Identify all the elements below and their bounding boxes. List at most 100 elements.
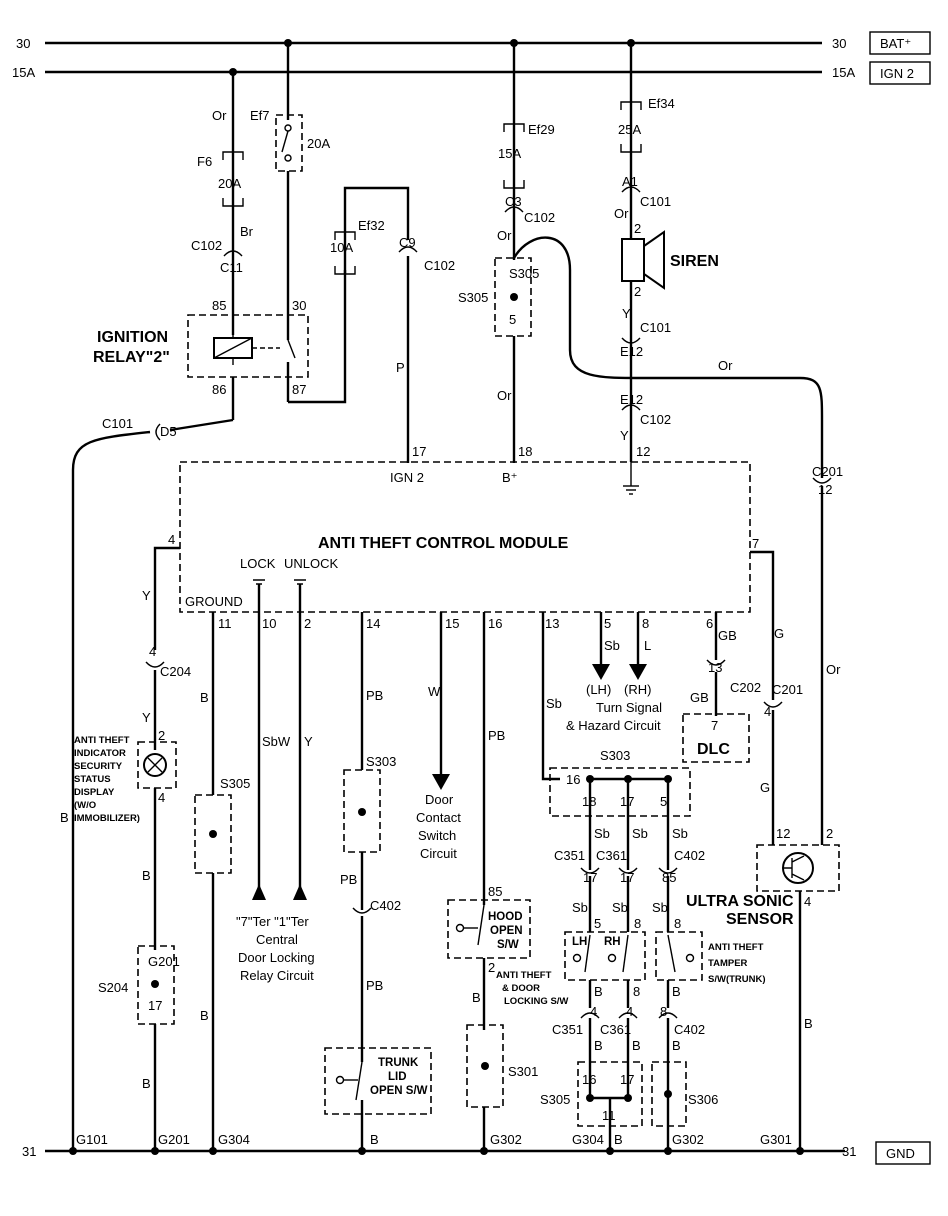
- turn-signal-branch: 5 8 Sb L (LH) (RH) Turn Signal & Hazard …: [566, 612, 662, 733]
- diagram-label: 30: [292, 298, 306, 313]
- diagram-label: 13: [545, 616, 559, 631]
- diagram-label: C11: [220, 260, 243, 275]
- diagram-label: C202: [730, 680, 761, 695]
- diagram-label: 6: [706, 616, 713, 631]
- diagram-label: 15A: [498, 146, 521, 161]
- ign2-label: IGN 2: [880, 66, 914, 81]
- door-lock-switch-branch: 13 Sb S303 16 18 17 5 Sb Sb Sb C351 C361…: [540, 612, 766, 1151]
- wire-segment: [288, 270, 347, 404]
- diagram-label: 17: [620, 794, 634, 809]
- diagram-label: 10A: [330, 240, 353, 255]
- diagram-label: Or: [497, 228, 512, 243]
- diagram-label: S301: [508, 1064, 538, 1079]
- diagram-label: STATUS: [74, 774, 111, 785]
- rail-gnd: 31 31 GND: [22, 1141, 931, 1165]
- diagram-label: C102: [640, 412, 671, 427]
- diagram-label: 16: [488, 616, 502, 631]
- wire-segment: [355, 1061, 363, 1101]
- diagram-label: G101: [76, 1132, 108, 1147]
- diagram-label: 17: [620, 1072, 634, 1087]
- diagram-label: C402: [370, 898, 401, 913]
- diagram-label: LH: [572, 936, 587, 948]
- junction-dot: [151, 1147, 159, 1155]
- junction-dot: [480, 1147, 488, 1155]
- diagram-label: D5: [160, 424, 177, 439]
- junction-dot: [664, 1090, 672, 1098]
- dlc-branch: 6 GB 13 GB C202 7 DLC: [682, 612, 761, 763]
- wire-segment: [281, 130, 289, 153]
- diagram-label: ANTI THEFT: [496, 970, 552, 981]
- diagram-label: 18: [582, 794, 596, 809]
- diagram-label: 11: [602, 1108, 616, 1123]
- wire-segment: [621, 186, 641, 193]
- diagram-label: G: [774, 626, 784, 641]
- arrow-down-icon: [592, 664, 610, 680]
- indicator-lamp-icon: [143, 753, 167, 777]
- diagram-label: 18: [518, 444, 532, 459]
- diagram-label: 2: [826, 826, 833, 841]
- wire-segment: [169, 418, 234, 432]
- junction-dot: [607, 953, 617, 963]
- diagram-label: 5: [604, 616, 611, 631]
- diagram-label: & DOOR: [502, 983, 540, 994]
- diagram-label: C3: [505, 194, 522, 209]
- wire-segment: [504, 206, 524, 213]
- wire-segment: [655, 931, 703, 981]
- junction-dot: [151, 980, 159, 988]
- diagram-label: 5: [509, 312, 516, 327]
- diagram-label: Door: [425, 792, 454, 807]
- diagram-label: 7: [752, 536, 759, 551]
- diagram-label: ULTRA SONIC: [686, 893, 794, 910]
- wire-segment: [763, 701, 783, 708]
- diagram-label: Or: [212, 108, 227, 123]
- diagram-label: G201: [148, 954, 180, 969]
- diagram-label: 15: [445, 616, 459, 631]
- diagram-label: PB: [366, 978, 383, 993]
- diagram-label: Sb: [572, 900, 588, 915]
- junction-dot: [572, 953, 582, 963]
- diagram-label: 86: [212, 382, 226, 397]
- diagram-label: PB: [488, 728, 505, 743]
- diagram-label: ANTI THEFT: [74, 735, 130, 746]
- diagram-label: PB: [366, 688, 383, 703]
- diagram-label: Y: [622, 306, 631, 321]
- diagram-label: 85: [662, 870, 676, 885]
- diagram-label: B: [672, 1038, 681, 1053]
- diagram-label: C402: [674, 848, 705, 863]
- diagram-label: B: [142, 868, 151, 883]
- trunk-lid-branch: 14 PB S303 PB C402 PB TRUNK LID OPEN S/W…: [324, 612, 432, 1151]
- diagram-label: C101: [640, 320, 671, 335]
- ultrasonic-sensor-branch: 7 G C201 4 G 12 C201 12 Or 2 ULTRA SONIC…: [686, 464, 843, 1151]
- diagram-label: 17: [148, 998, 162, 1013]
- diagram-label: L: [644, 638, 651, 653]
- diagram-label: Relay Circuit: [240, 968, 314, 983]
- wire-segment: [253, 579, 265, 585]
- diagram-label: Sb: [672, 826, 688, 841]
- junction-dot: [624, 1094, 632, 1102]
- diagram-label: A1: [622, 174, 638, 189]
- diagram-label: LID: [388, 1071, 407, 1083]
- ef7-fuse-branch: Ef7 20A: [250, 43, 330, 340]
- bat-label: BAT⁺: [880, 36, 911, 51]
- diagram-label: S305: [540, 1092, 570, 1107]
- diagram-label: Or: [718, 358, 733, 373]
- diagram-label: (W/O: [74, 800, 96, 811]
- diagram-label: 13: [708, 660, 722, 675]
- diagram-label: 5: [594, 916, 601, 931]
- diagram-label: 15A: [832, 65, 855, 80]
- diagram-label: 2: [158, 728, 165, 743]
- diagram-label: C201: [772, 682, 803, 697]
- diagram-label: S305: [458, 290, 488, 305]
- diagram-label: 5: [660, 794, 667, 809]
- diagram-label: 20A: [218, 176, 241, 191]
- diagram-label: 10: [262, 616, 276, 631]
- diagram-label: 20A: [307, 136, 330, 151]
- diagram-label: Ef29: [528, 122, 555, 137]
- diagram-label: C9: [399, 235, 416, 250]
- wire-segment: [784, 855, 805, 881]
- diagram-label: Sb: [632, 826, 648, 841]
- diagram-label: 2: [488, 960, 495, 975]
- diagram-label: TAMPER: [708, 958, 748, 969]
- central-locking-branch: 10 2 SbW Y "7"Ter "1"Ter Central Door Lo…: [236, 584, 315, 983]
